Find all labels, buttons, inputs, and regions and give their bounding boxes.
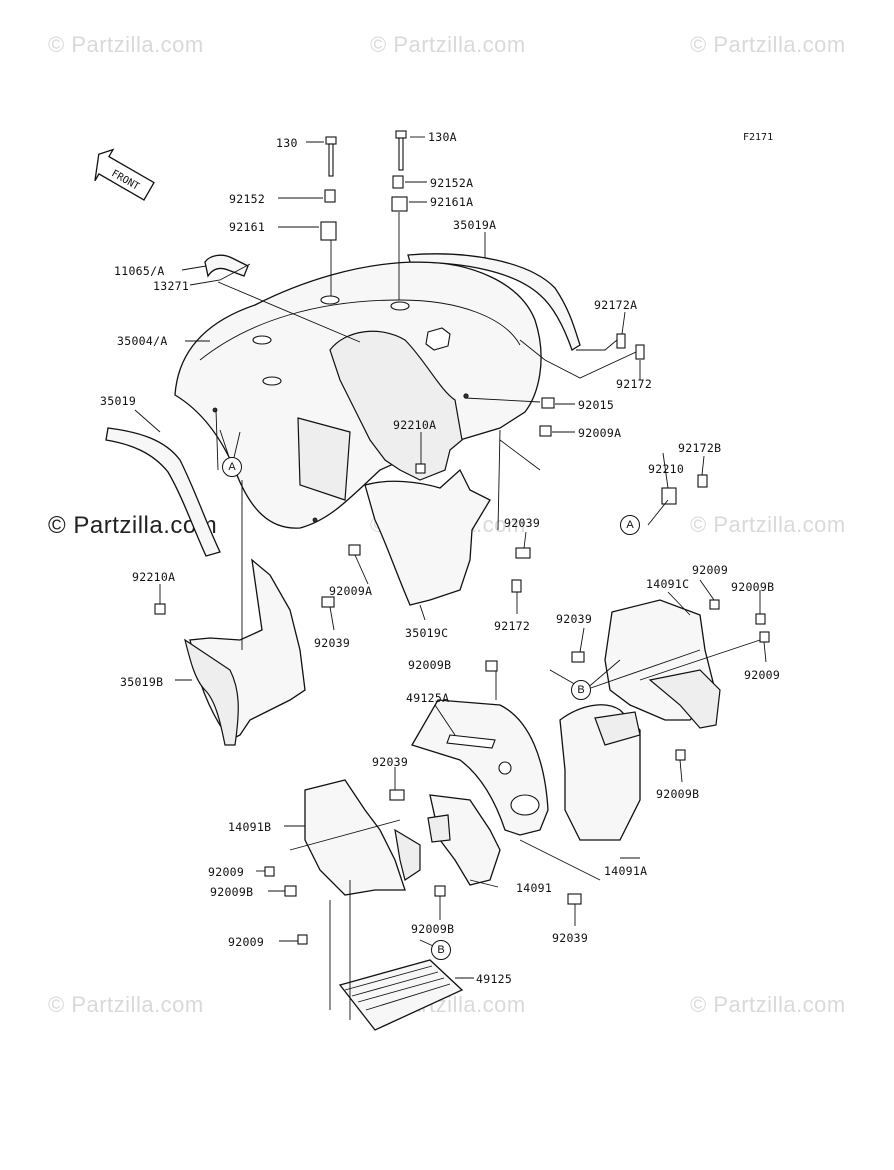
watermark: © Partzilla.com (690, 512, 846, 537)
screw-92009B-b (434, 885, 446, 897)
part-label: 130 (276, 136, 298, 150)
part-label: 92039 (372, 755, 409, 769)
collar-92152 (324, 189, 336, 203)
damper-92161A (391, 196, 408, 212)
cover-14091B (304, 779, 406, 896)
part-label: 92009B (656, 787, 700, 801)
part-label: 92009A (329, 584, 373, 598)
rivet-92039-r (571, 651, 585, 663)
screw-92009-r2 (759, 631, 770, 643)
part-label: 35004/A (117, 334, 168, 348)
part-label: 92210A (393, 418, 437, 432)
screw-92009B-c (485, 660, 498, 672)
part-label: 92009 (692, 563, 729, 577)
collar-92210 (661, 487, 677, 505)
part-label: 92172 (616, 377, 653, 391)
part-label: 92152A (430, 176, 474, 190)
screw-92009A (539, 425, 552, 437)
part-label: 92009B (411, 922, 455, 936)
part-label: 35019C (405, 626, 449, 640)
panel-35019B (189, 558, 306, 741)
part-label: 49125A (406, 691, 450, 705)
screw-92009A-mid (348, 544, 361, 556)
watermark: © Partzilla.com (48, 32, 204, 57)
part-label: 14091C (646, 577, 690, 591)
callout-b-right: B (571, 680, 591, 700)
grommet-11065 (204, 254, 249, 278)
trim-35019A (407, 253, 581, 351)
nut-92210A-top (415, 463, 426, 474)
part-label: 14091B (228, 820, 272, 834)
part-label: 92172B (678, 441, 722, 455)
part-label: 92161A (430, 195, 474, 209)
part-label: 92009 (744, 668, 781, 682)
plate-49125 (338, 959, 464, 1031)
bolt-92172-mid (511, 579, 522, 593)
part-label: 92009 (228, 935, 265, 949)
part-label: 92210A (132, 570, 176, 584)
screw-92009-l2 (297, 934, 308, 945)
part-label: 14091A (604, 864, 648, 878)
part-label: 11065/A (114, 264, 165, 278)
part-label: 92161 (229, 220, 266, 234)
part-label: 92039 (556, 612, 593, 626)
nut-92015 (541, 397, 555, 409)
callout-a-left: A (222, 457, 242, 477)
rivet-92039-b (567, 893, 582, 905)
watermark: © Partzilla.com (690, 32, 846, 57)
part-label: 92009B (731, 580, 775, 594)
screw-92009B-rb (675, 749, 686, 761)
watermark: © Partzilla.com (370, 32, 526, 57)
part-label: 92152 (229, 192, 266, 206)
part-label: 92039 (314, 636, 351, 650)
trim-35019 (105, 427, 221, 557)
nut-92210A (154, 603, 166, 615)
part-label: 92172A (594, 298, 638, 312)
part-label: 92210 (648, 462, 685, 476)
part-label: 13271 (153, 279, 190, 293)
part-label: 35019 (100, 394, 137, 408)
screw-92009-r1 (709, 599, 720, 610)
bolt-130A (395, 130, 407, 171)
bolt-130 (325, 136, 337, 177)
front-arrow-icon: FRONT (94, 148, 155, 201)
screw-92009B-r (755, 613, 766, 625)
callout-a-right: A (620, 515, 640, 535)
part-label: 92009 (208, 865, 245, 879)
part-label: 92015 (578, 398, 615, 412)
watermark: © Partzilla.com (48, 992, 204, 1017)
part-label: 14091 (516, 881, 553, 895)
part-label: 92009A (578, 426, 622, 440)
part-label: 92172 (494, 619, 531, 633)
rivet-92039-c (389, 789, 405, 801)
collar-92152A (392, 175, 404, 189)
part-label: 92039 (504, 516, 541, 530)
watermark: © Partzilla.com (690, 992, 846, 1017)
rivet-92039-left (321, 596, 335, 608)
part-label: 49125 (476, 972, 513, 986)
bolt-92172B (697, 474, 708, 488)
part-label: 130A (428, 130, 457, 144)
callout-b-bottom: B (431, 940, 451, 960)
part-label: 92039 (552, 931, 589, 945)
figure-code: F2171 (743, 132, 774, 143)
part-label: 35019A (453, 218, 497, 232)
screw-92009-l1 (264, 866, 275, 877)
part-label: 92009B (210, 885, 254, 899)
panel-35019C (364, 468, 491, 606)
damper-92161 (320, 221, 337, 241)
bolt-92172 (635, 344, 645, 360)
part-label: 92009B (408, 658, 452, 672)
rivet-92039-mid (515, 547, 531, 559)
part-label: 35019B (120, 675, 164, 689)
bolt-92172A (616, 333, 626, 349)
screw-92009B-l (284, 885, 297, 897)
